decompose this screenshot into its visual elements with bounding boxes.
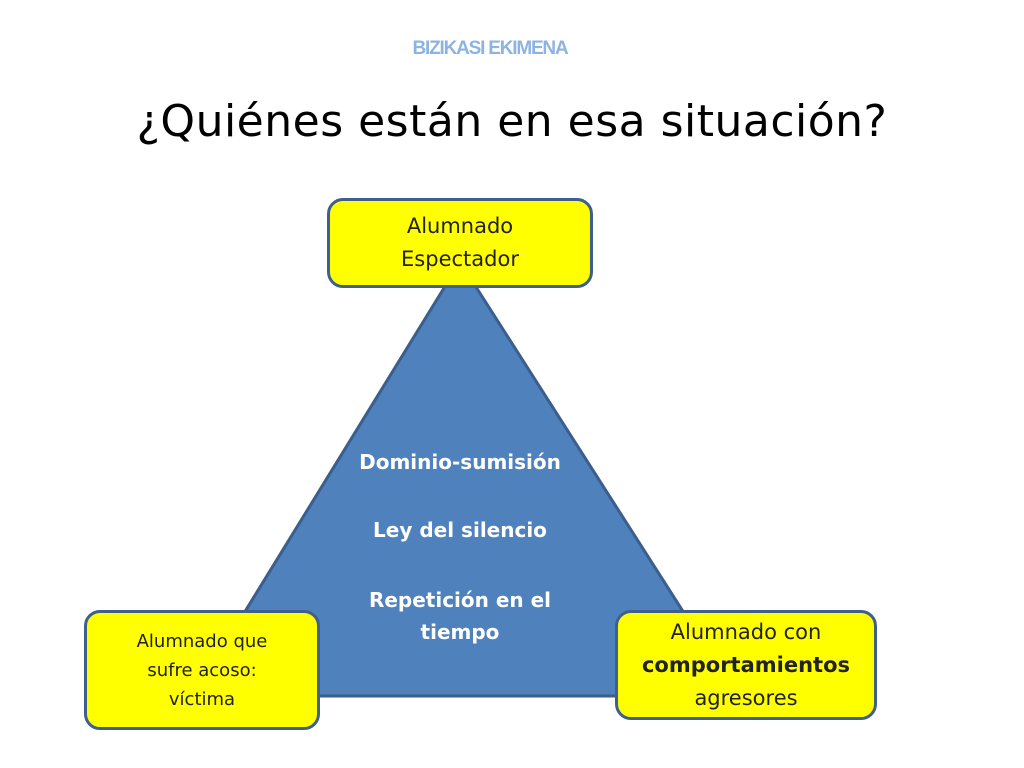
header-tag: BIZIKASI EKIMENA — [412, 38, 569, 59]
node-victim-line-1: Alumnado que — [136, 630, 268, 652]
center-label-ley: Ley del silencio — [373, 518, 547, 542]
node-aggressor: Alumnado con comportamientos agresores — [615, 610, 877, 720]
node-victim-line-2: sufre acoso: — [147, 659, 257, 681]
center-label-dominio: Dominio-sumisión — [359, 450, 561, 474]
page-title: ¿Quiénes están en esa situación? — [136, 96, 888, 147]
triangle-shape — [190, 259, 740, 698]
node-aggressor-line-1: Alumnado con — [670, 619, 822, 644]
node-victim: Alumnado que sufre acoso: víctima — [84, 610, 320, 730]
node-aggressor-line-2: comportamientos — [641, 652, 851, 677]
center-label-repeticion: Repetición en el — [368, 588, 552, 612]
node-victim-line-3: víctima — [168, 688, 236, 710]
center-label-tiempo: tiempo — [420, 620, 500, 644]
node-spectator: Alumnado Espectador — [327, 198, 593, 288]
node-spectator-line-1: Alumnado — [406, 214, 514, 238]
node-spectator-line-2: Espectador — [401, 247, 519, 271]
node-aggressor-line-3: agresores — [694, 685, 798, 710]
